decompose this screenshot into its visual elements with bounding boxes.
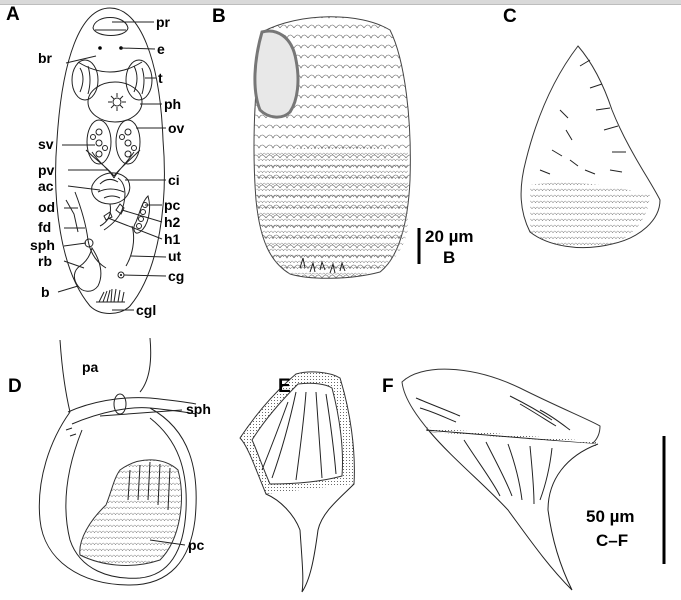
panel-label-e: E bbox=[278, 376, 291, 397]
panel-c-drawing bbox=[520, 45, 661, 249]
label-h2: h2 bbox=[164, 214, 181, 230]
scale-bar-cf: 50 µm C–F bbox=[586, 436, 666, 564]
window-top-edge bbox=[0, 0, 681, 5]
cement-glands bbox=[96, 288, 125, 303]
label-od: od bbox=[38, 199, 55, 215]
pharynx bbox=[87, 81, 143, 123]
label-d-pc: pc bbox=[188, 537, 205, 553]
label-pv: pv bbox=[38, 162, 55, 178]
label-rb: rb bbox=[38, 253, 52, 269]
seminal-vesicle bbox=[85, 149, 141, 179]
spines-c bbox=[539, 59, 626, 175]
basal-rim bbox=[253, 29, 300, 119]
label-cg: cg bbox=[168, 268, 184, 284]
scale-cf-panel: C–F bbox=[596, 531, 628, 550]
label-b: b bbox=[41, 284, 50, 300]
scale-cf-value: 50 µm bbox=[586, 507, 635, 526]
prostate-cluster bbox=[133, 195, 151, 234]
label-e: e bbox=[157, 41, 165, 57]
label-ac: ac bbox=[38, 178, 54, 194]
label-h1: h1 bbox=[164, 231, 181, 247]
scale-b-panel: B bbox=[443, 248, 455, 267]
label-cgl: cgl bbox=[136, 302, 156, 318]
label-sv: sv bbox=[38, 136, 54, 152]
label-fd: fd bbox=[38, 219, 51, 235]
panel-f-drawing bbox=[401, 368, 601, 591]
panel-label-f: F bbox=[382, 376, 394, 397]
panel-label-a: A bbox=[6, 4, 20, 25]
funnel-interior bbox=[251, 382, 343, 485]
hook-1 bbox=[103, 211, 113, 221]
scale-b-value: 20 µm bbox=[425, 227, 474, 246]
testis-right bbox=[125, 59, 153, 101]
terminal-spines bbox=[299, 257, 346, 274]
accessory-complex bbox=[91, 172, 131, 205]
panel-e-drawing bbox=[239, 371, 355, 593]
brain bbox=[77, 61, 143, 73]
label-pr: pr bbox=[156, 14, 171, 30]
sphincter-d bbox=[113, 393, 127, 415]
label-sph: sph bbox=[30, 237, 55, 253]
label-d-sph: sph bbox=[186, 401, 211, 417]
ovaries bbox=[86, 119, 141, 165]
fine-spine-zone bbox=[256, 147, 408, 275]
bursa-outline bbox=[38, 407, 197, 586]
body-outline bbox=[55, 7, 165, 314]
panel-d-drawing bbox=[38, 337, 197, 586]
label-t: t bbox=[158, 70, 163, 86]
panel-a-drawing: pr e br t ph ov sv pv ci ac od pc fd h2 … bbox=[30, 7, 185, 318]
prohaptor bbox=[92, 17, 129, 36]
label-br: br bbox=[38, 50, 53, 66]
oviduct bbox=[65, 191, 107, 269]
label-ci: ci bbox=[168, 172, 180, 188]
prostatic-complex-d bbox=[79, 459, 182, 566]
eye-left bbox=[98, 46, 102, 50]
stem-f bbox=[429, 431, 599, 591]
panel-label-c: C bbox=[503, 6, 517, 27]
label-ov: ov bbox=[168, 120, 185, 136]
label-d-pa: pa bbox=[82, 359, 99, 375]
label-pc: pc bbox=[164, 197, 181, 213]
label-ph: ph bbox=[164, 96, 181, 112]
uterus bbox=[125, 225, 135, 267]
stem-e bbox=[265, 483, 355, 593]
panel-label-b: B bbox=[212, 6, 226, 27]
testis-left bbox=[71, 59, 99, 101]
hook-2 bbox=[115, 203, 125, 215]
label-leaders-a bbox=[57, 21, 167, 311]
panel-label-d: D bbox=[8, 376, 22, 397]
label-ut: ut bbox=[168, 248, 182, 264]
panel-b-drawing bbox=[253, 16, 411, 279]
scale-bar-b: 20 µm B bbox=[417, 227, 474, 267]
